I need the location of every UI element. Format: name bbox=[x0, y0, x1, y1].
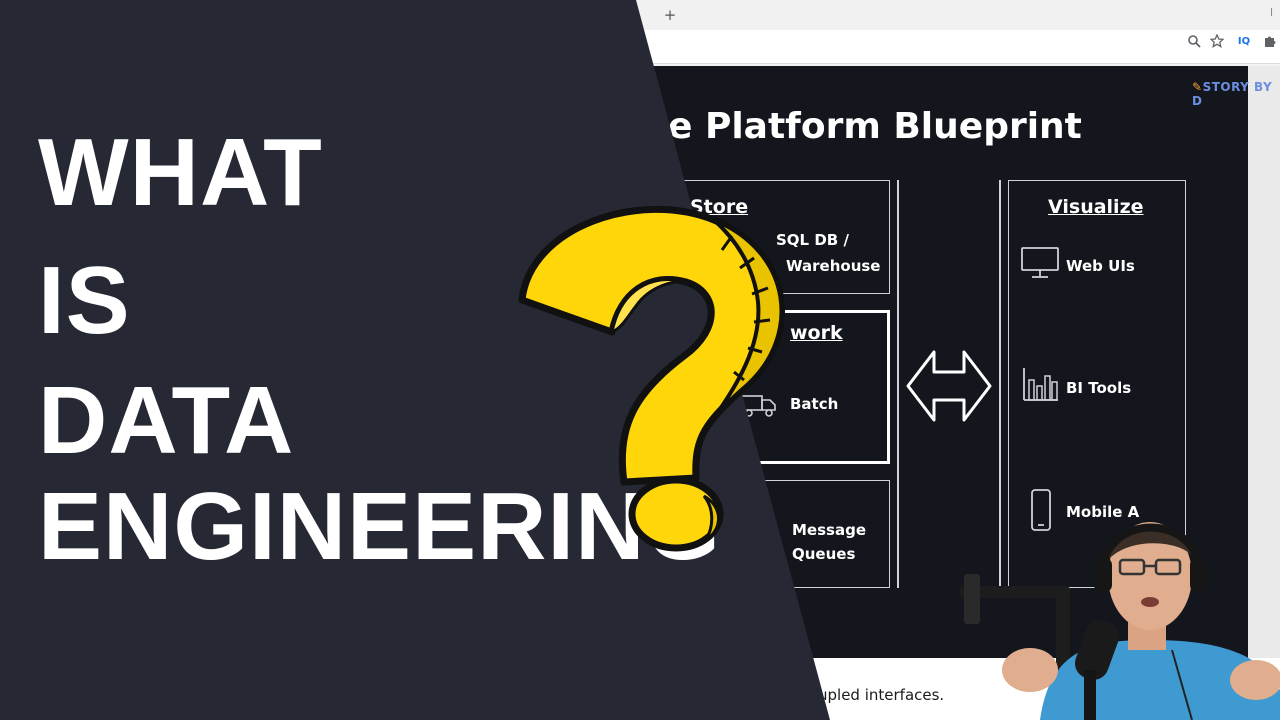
column-divider-left bbox=[897, 180, 899, 588]
headline-line-4: ENGINEERING bbox=[38, 473, 722, 580]
work-batch-label: Batch bbox=[790, 395, 839, 413]
question-mark-icon bbox=[518, 205, 785, 552]
monitor-icon bbox=[1021, 247, 1059, 278]
slide-title: e Platform Blueprint bbox=[668, 106, 1082, 147]
queue-line-1: Message bbox=[792, 521, 866, 539]
brand-logo: ✎STORY BY D bbox=[1192, 80, 1273, 108]
visualize-item-mobile: Mobile A bbox=[1066, 503, 1140, 521]
extension-iq-icon[interactable]: IQ bbox=[1237, 36, 1251, 47]
puzzle-icon[interactable] bbox=[1262, 34, 1278, 50]
visualize-item-web-uis: Web UIs bbox=[1066, 257, 1135, 275]
column-divider-right bbox=[999, 180, 1001, 588]
visualize-heading: Visualize bbox=[1048, 196, 1144, 218]
headline-line-2: IS bbox=[38, 247, 131, 354]
slide-gutter bbox=[1248, 66, 1280, 658]
headline-line-3: DATA bbox=[38, 367, 295, 474]
bar-chart-icon bbox=[1023, 368, 1058, 401]
queue-line-2: Queues bbox=[792, 545, 856, 563]
webcam-presenter bbox=[960, 522, 1280, 720]
visualize-item-bi-tools: BI Tools bbox=[1066, 379, 1132, 397]
headline-line-1: WHAT bbox=[38, 119, 323, 226]
slide-caption: upled interfaces. bbox=[818, 686, 945, 704]
work-heading: work bbox=[790, 322, 843, 344]
new-tab-button[interactable]: + bbox=[663, 6, 677, 24]
store-line-1: SQL DB / bbox=[776, 231, 849, 249]
bidirectional-arrow-icon bbox=[906, 350, 992, 422]
store-heading: Store bbox=[690, 196, 749, 218]
mobile-phone-icon bbox=[1031, 489, 1051, 531]
store-line-2: Warehouse bbox=[786, 257, 881, 275]
bookmark-star-icon[interactable] bbox=[1209, 33, 1225, 50]
tab-edge-label: l bbox=[1270, 6, 1274, 19]
zoom-icon[interactable] bbox=[1186, 34, 1202, 50]
